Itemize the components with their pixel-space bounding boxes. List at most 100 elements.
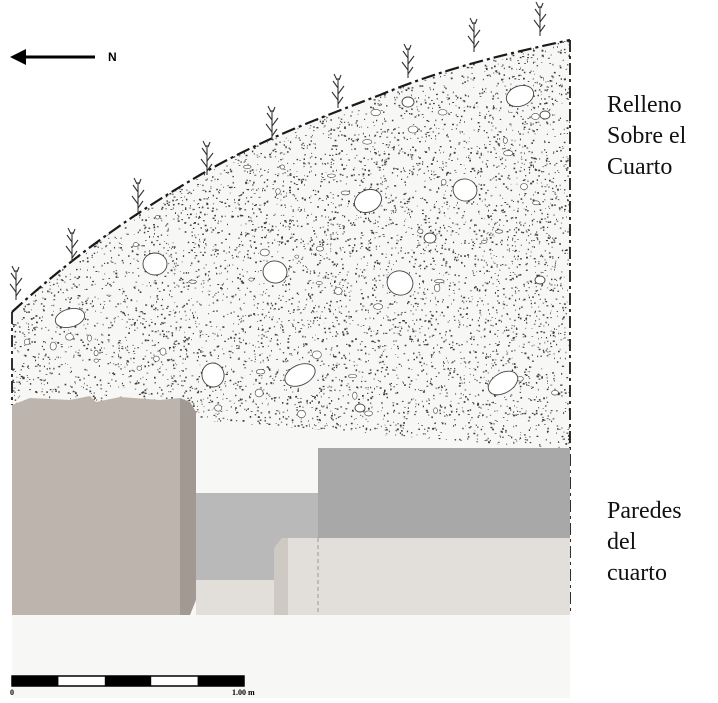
grass-tuft bbox=[65, 227, 79, 262]
stone bbox=[142, 252, 168, 276]
pebble bbox=[369, 78, 375, 83]
pebble bbox=[248, 277, 255, 282]
pebble bbox=[55, 195, 61, 202]
fill-label-line: Cuarto bbox=[607, 154, 673, 180]
stone bbox=[423, 232, 437, 244]
pebble bbox=[48, 263, 57, 270]
pebble bbox=[434, 279, 445, 284]
pebble bbox=[532, 200, 540, 206]
grass-tuft bbox=[131, 177, 145, 212]
pebble bbox=[213, 105, 224, 113]
fill-top-boundary bbox=[11, 38, 571, 313]
pebble bbox=[42, 266, 49, 273]
stone bbox=[262, 260, 288, 284]
pebble bbox=[275, 98, 286, 108]
pebble bbox=[502, 137, 508, 144]
fill-label: Relleno Sobre el Cuarto bbox=[607, 90, 686, 183]
north-arrow: N bbox=[10, 49, 117, 65]
pebble bbox=[138, 104, 149, 112]
grass-tuft bbox=[401, 43, 415, 78]
scale-end-label: 1.00 m bbox=[232, 688, 255, 697]
pebble bbox=[315, 246, 324, 252]
pebble bbox=[131, 155, 138, 164]
pebble bbox=[481, 240, 488, 244]
pebble bbox=[19, 152, 31, 158]
pebble bbox=[417, 228, 424, 234]
pebble bbox=[47, 254, 54, 262]
wall-left-edge bbox=[180, 398, 196, 615]
pebble bbox=[315, 281, 323, 285]
stone bbox=[284, 363, 316, 387]
pebble bbox=[239, 90, 244, 99]
pebble bbox=[531, 113, 540, 120]
scale-bar-segment bbox=[104, 676, 152, 686]
wall-step-edge bbox=[274, 538, 290, 615]
pebble bbox=[275, 188, 281, 195]
stone bbox=[452, 178, 478, 202]
pebble bbox=[294, 254, 300, 259]
stone bbox=[505, 85, 535, 107]
pebble bbox=[87, 334, 92, 342]
surface-vegetation bbox=[9, 1, 547, 300]
pebble bbox=[352, 391, 358, 400]
stone bbox=[534, 275, 546, 285]
pebble bbox=[155, 215, 160, 220]
pebble bbox=[362, 139, 373, 145]
pebble bbox=[434, 283, 441, 293]
pebble bbox=[214, 404, 223, 412]
stone bbox=[54, 308, 86, 328]
stone bbox=[539, 110, 551, 120]
north-letter: N bbox=[108, 50, 117, 64]
pebble bbox=[255, 369, 266, 375]
pebble bbox=[279, 164, 285, 170]
wall-lower-right-light bbox=[288, 538, 570, 615]
pebble bbox=[495, 229, 504, 234]
pebble bbox=[312, 350, 322, 359]
grass-tuft bbox=[9, 265, 23, 300]
pebble bbox=[348, 374, 358, 379]
pebble bbox=[89, 134, 100, 141]
grass-tuft bbox=[265, 105, 279, 140]
pebble bbox=[93, 358, 99, 363]
pebble bbox=[153, 355, 160, 362]
pebble bbox=[340, 190, 351, 196]
stone bbox=[354, 188, 382, 214]
scale-bar-segment bbox=[12, 676, 59, 686]
stone bbox=[487, 370, 519, 396]
pebble bbox=[307, 68, 313, 78]
pebble bbox=[334, 287, 343, 295]
pebble bbox=[551, 390, 559, 396]
grass-tuft bbox=[331, 73, 345, 108]
pebble bbox=[441, 179, 447, 186]
pebble bbox=[259, 248, 270, 257]
pebble bbox=[503, 150, 514, 157]
wall-left bbox=[12, 396, 180, 615]
pebble bbox=[364, 410, 373, 417]
pebble bbox=[520, 183, 528, 190]
grass-tuft bbox=[533, 1, 547, 36]
grass-tuft bbox=[200, 140, 214, 175]
stone bbox=[201, 362, 225, 388]
pebble bbox=[297, 409, 306, 418]
fill-label-line: Relleno bbox=[607, 92, 682, 118]
pebble bbox=[136, 365, 142, 371]
fill-label-line: Sobre el bbox=[607, 123, 687, 149]
walls-label-line: del bbox=[607, 529, 637, 555]
pebble bbox=[375, 69, 386, 75]
stone bbox=[354, 403, 366, 413]
pebble bbox=[37, 213, 46, 222]
pebble bbox=[93, 349, 99, 357]
wall-floor-light bbox=[196, 580, 274, 615]
pebble bbox=[133, 242, 139, 247]
pebble bbox=[370, 109, 381, 117]
pebble bbox=[327, 173, 336, 178]
walls-label-line: cuarto bbox=[607, 560, 667, 586]
pebble bbox=[408, 125, 419, 134]
scale-start-label: 0 bbox=[10, 688, 14, 697]
scale-bar: 0 1.00 m bbox=[10, 675, 255, 697]
stone bbox=[386, 270, 414, 296]
stone bbox=[401, 96, 415, 108]
walls-label-line: Paredes bbox=[607, 498, 682, 524]
pebble bbox=[188, 279, 197, 284]
